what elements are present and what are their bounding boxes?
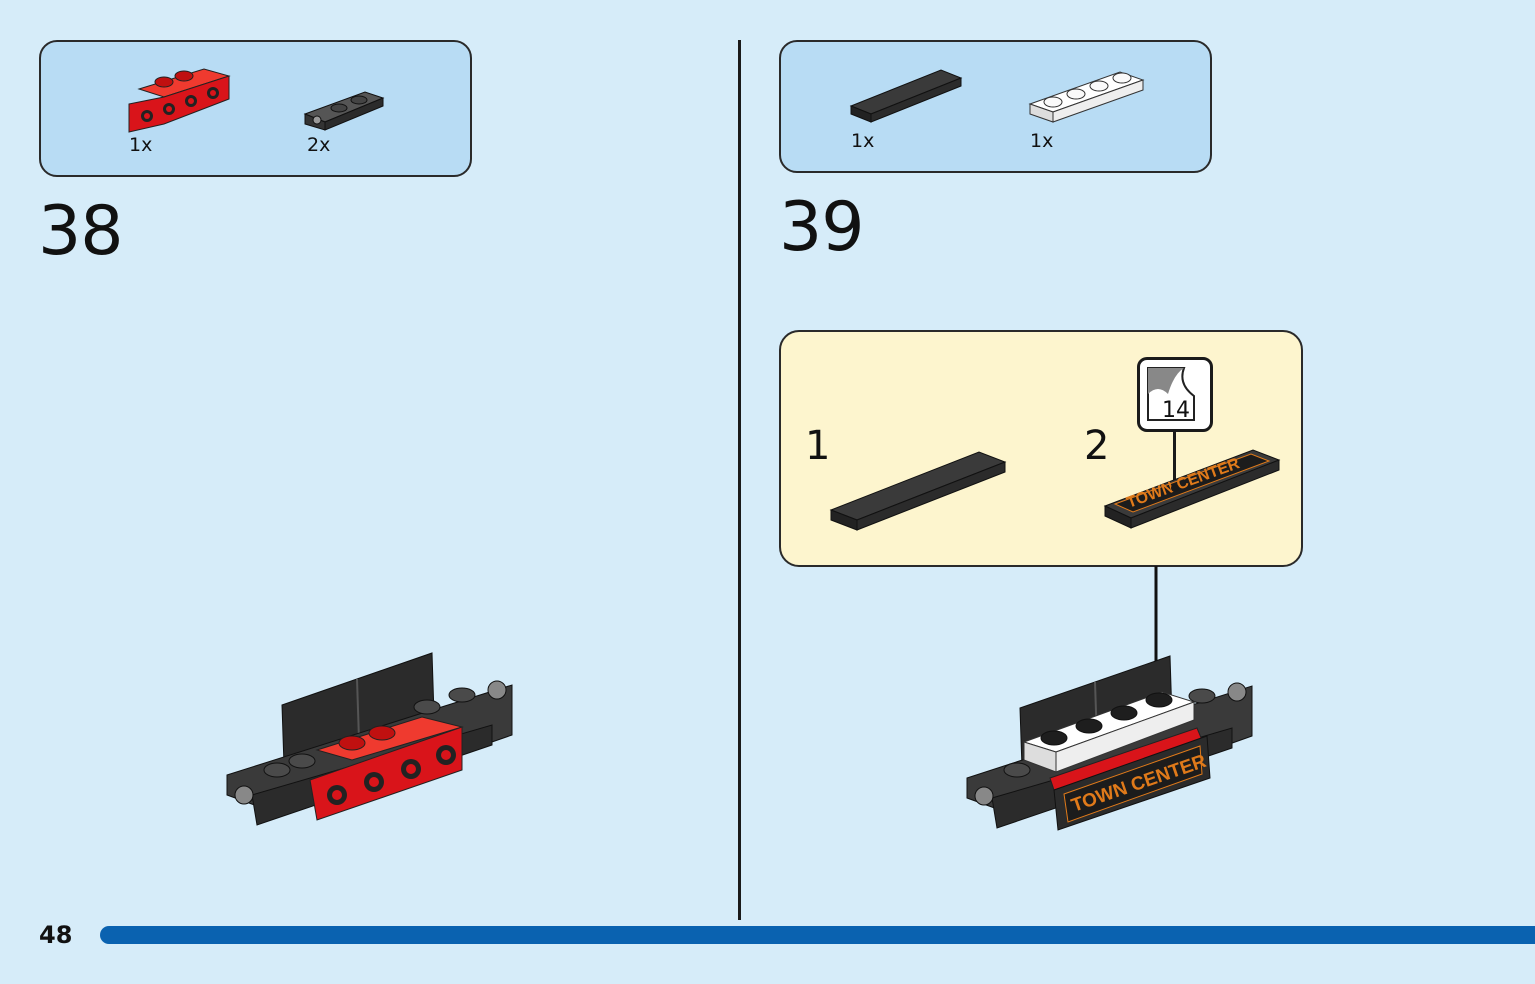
step38-number: 38 bbox=[38, 192, 124, 271]
step39-number: 39 bbox=[779, 188, 865, 267]
sub-step-1-number: 1 bbox=[805, 423, 831, 469]
step38-parts-list: 1x 2x bbox=[39, 40, 472, 177]
black-tile-image bbox=[849, 69, 963, 123]
step39-assembly-image: TOWN CENTER bbox=[966, 655, 1253, 831]
sub-step-1-tile-image bbox=[829, 451, 1007, 531]
sub-assembly-callout: 1 2 14 TOWN CENTER bbox=[779, 330, 1303, 567]
red-bracket-plate-image bbox=[128, 68, 231, 133]
sub-step-2-number: 2 bbox=[1084, 423, 1110, 469]
step39-parts-list: 1x 1x bbox=[779, 40, 1212, 173]
black-hinge-plate-image bbox=[303, 91, 385, 131]
sub-step-2-sticker-tile-image: TOWN CENTER bbox=[1103, 449, 1281, 529]
page-divider bbox=[738, 40, 741, 920]
progress-bar bbox=[100, 926, 1535, 944]
black-tile-qty: 1x bbox=[851, 130, 875, 152]
red-bracket-plate-qty: 1x bbox=[129, 134, 153, 156]
step38-assembly-image bbox=[226, 652, 513, 826]
sticker-icon bbox=[1147, 367, 1195, 421]
sticker-pointer-line bbox=[1173, 430, 1176, 490]
sticker-reference-box: 14 bbox=[1137, 357, 1213, 432]
white-plate-image bbox=[1028, 71, 1145, 123]
white-plate-qty: 1x bbox=[1030, 130, 1054, 152]
black-hinge-plate-qty: 2x bbox=[307, 134, 331, 156]
page-number: 48 bbox=[39, 921, 73, 949]
sticker-number: 14 bbox=[1162, 398, 1190, 423]
